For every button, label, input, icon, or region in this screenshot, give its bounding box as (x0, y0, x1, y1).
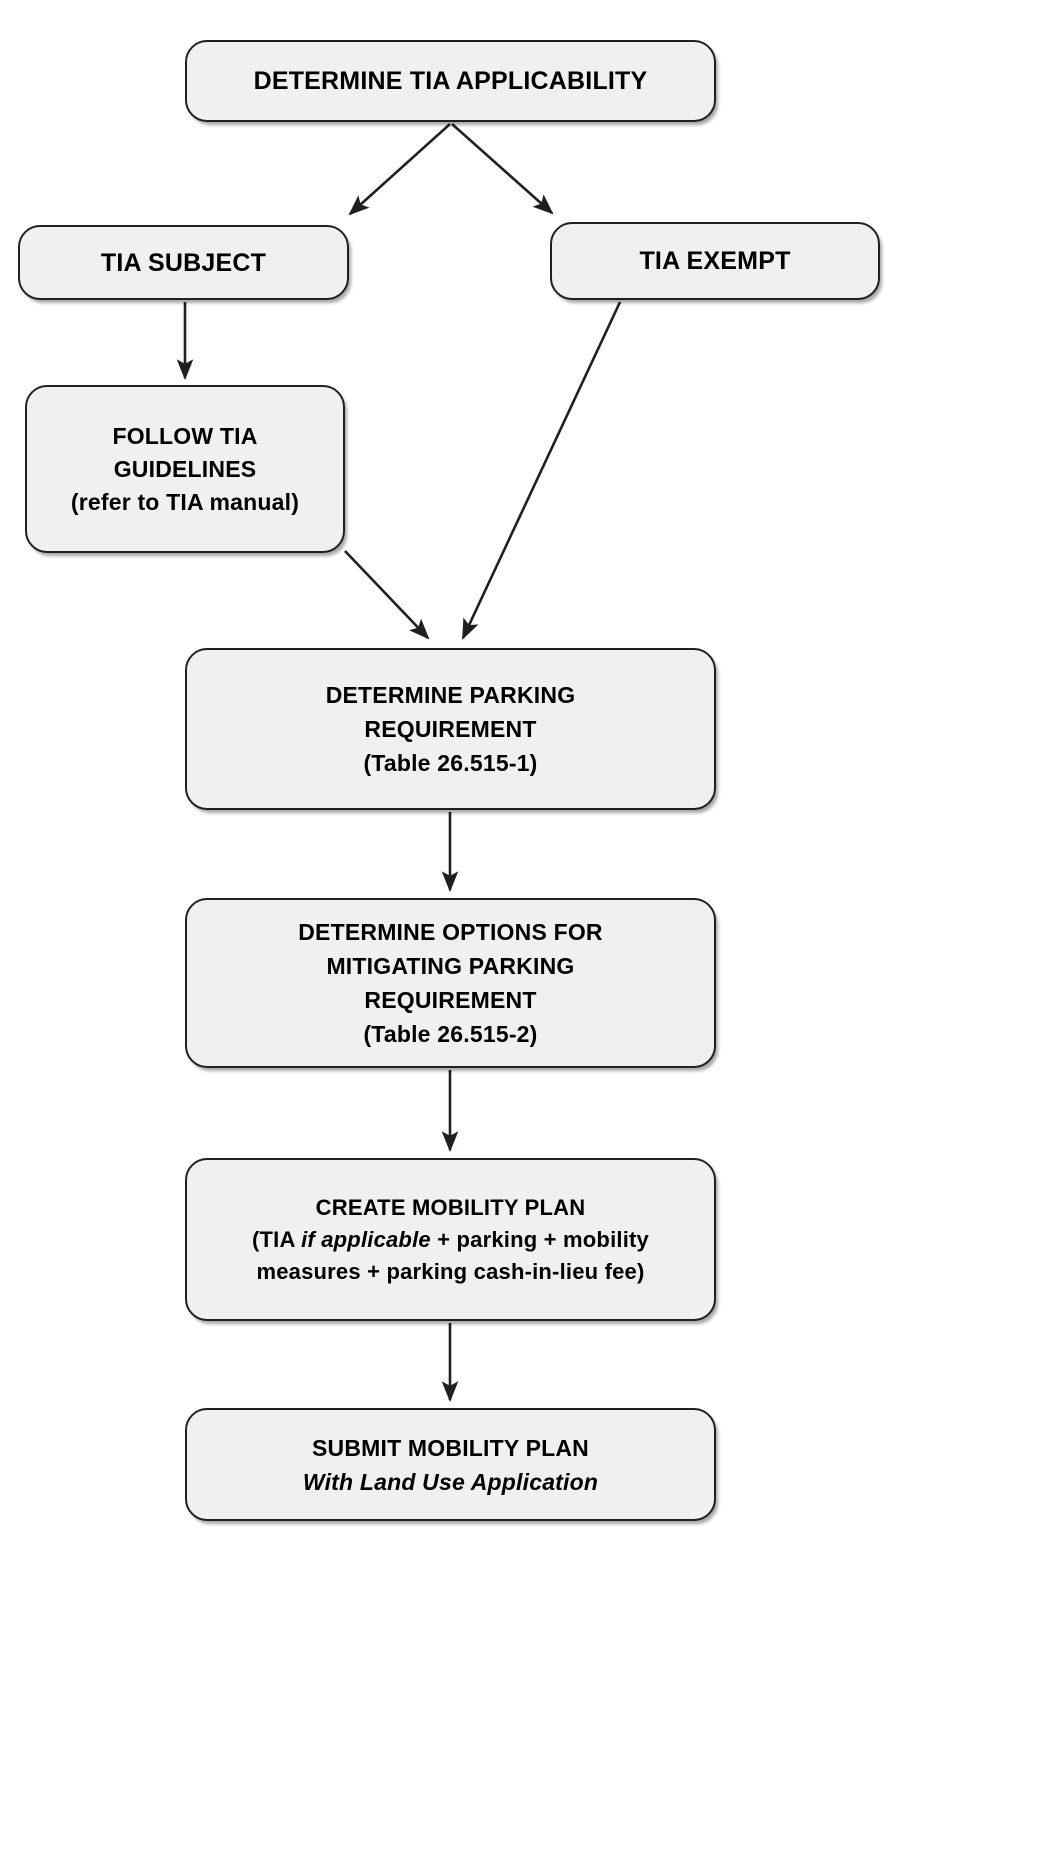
node-label-line-1: FOLLOW TIA (112, 422, 258, 449)
node-label-line-2: GUIDELINES (113, 455, 257, 482)
node-label-detail: (TIA if applicable + parking + mobility … (201, 1224, 700, 1288)
node-label-line-1: DETERMINE PARKING (325, 682, 576, 708)
node-label-line-2: MITIGATING PARKING (326, 953, 575, 979)
arrow-follow-guidelines-to-parking-requirement (344, 550, 430, 640)
node-label: DETERMINE TIA APPLICABILITY (253, 67, 648, 95)
arrow-applicability-to-tia-subject (348, 123, 451, 216)
node-submit-mobility-plan[interactable]: SUBMIT MOBILITY PLAN With Land Use Appli… (185, 1408, 716, 1521)
node-determine-tia-applicability[interactable]: DETERMINE TIA APPLICABILITY (185, 40, 716, 122)
node-label-detail-emphasis: if applicable (301, 1226, 431, 1252)
node-tia-exempt[interactable]: TIA EXEMPT (550, 222, 880, 300)
node-label-line-1: DETERMINE OPTIONS FOR (298, 919, 603, 945)
node-label: TIA EXEMPT (639, 247, 791, 275)
node-label-line-3: (Table 26.515-1) (363, 750, 538, 776)
arrow-tia-exempt-to-parking-requirement (461, 301, 622, 640)
node-label-line-1: SUBMIT MOBILITY PLAN (311, 1434, 589, 1461)
node-label-detail-suffix: + parking + mobility measures + parking … (256, 1226, 649, 1284)
node-determine-options-for-mitigating-parking-requirement[interactable]: DETERMINE OPTIONS FOR MITIGATING PARKING… (185, 898, 716, 1068)
node-determine-parking-requirement[interactable]: DETERMINE PARKING REQUIREMENT (Table 26.… (185, 648, 716, 810)
node-label: TIA SUBJECT (100, 248, 267, 277)
node-label-line-4: (Table 26.515-2) (363, 1021, 538, 1047)
node-label-line-1: CREATE MOBILITY PLAN (315, 1194, 586, 1220)
arrow-applicability-to-tia-exempt (451, 123, 554, 215)
node-label-line-3: (refer to TIA manual) (70, 488, 300, 515)
node-label-detail-prefix: (TIA (252, 1226, 302, 1252)
node-follow-tia-guidelines[interactable]: FOLLOW TIA GUIDELINES (refer to TIA manu… (25, 385, 345, 553)
node-create-mobility-plan[interactable]: CREATE MOBILITY PLAN (TIA if applicable … (185, 1158, 716, 1321)
node-tia-subject[interactable]: TIA SUBJECT (18, 225, 349, 300)
node-label-line-2: With Land Use Application (302, 1468, 599, 1495)
node-label-line-2: REQUIREMENT (364, 716, 537, 742)
node-label-line-3: REQUIREMENT (364, 987, 537, 1013)
